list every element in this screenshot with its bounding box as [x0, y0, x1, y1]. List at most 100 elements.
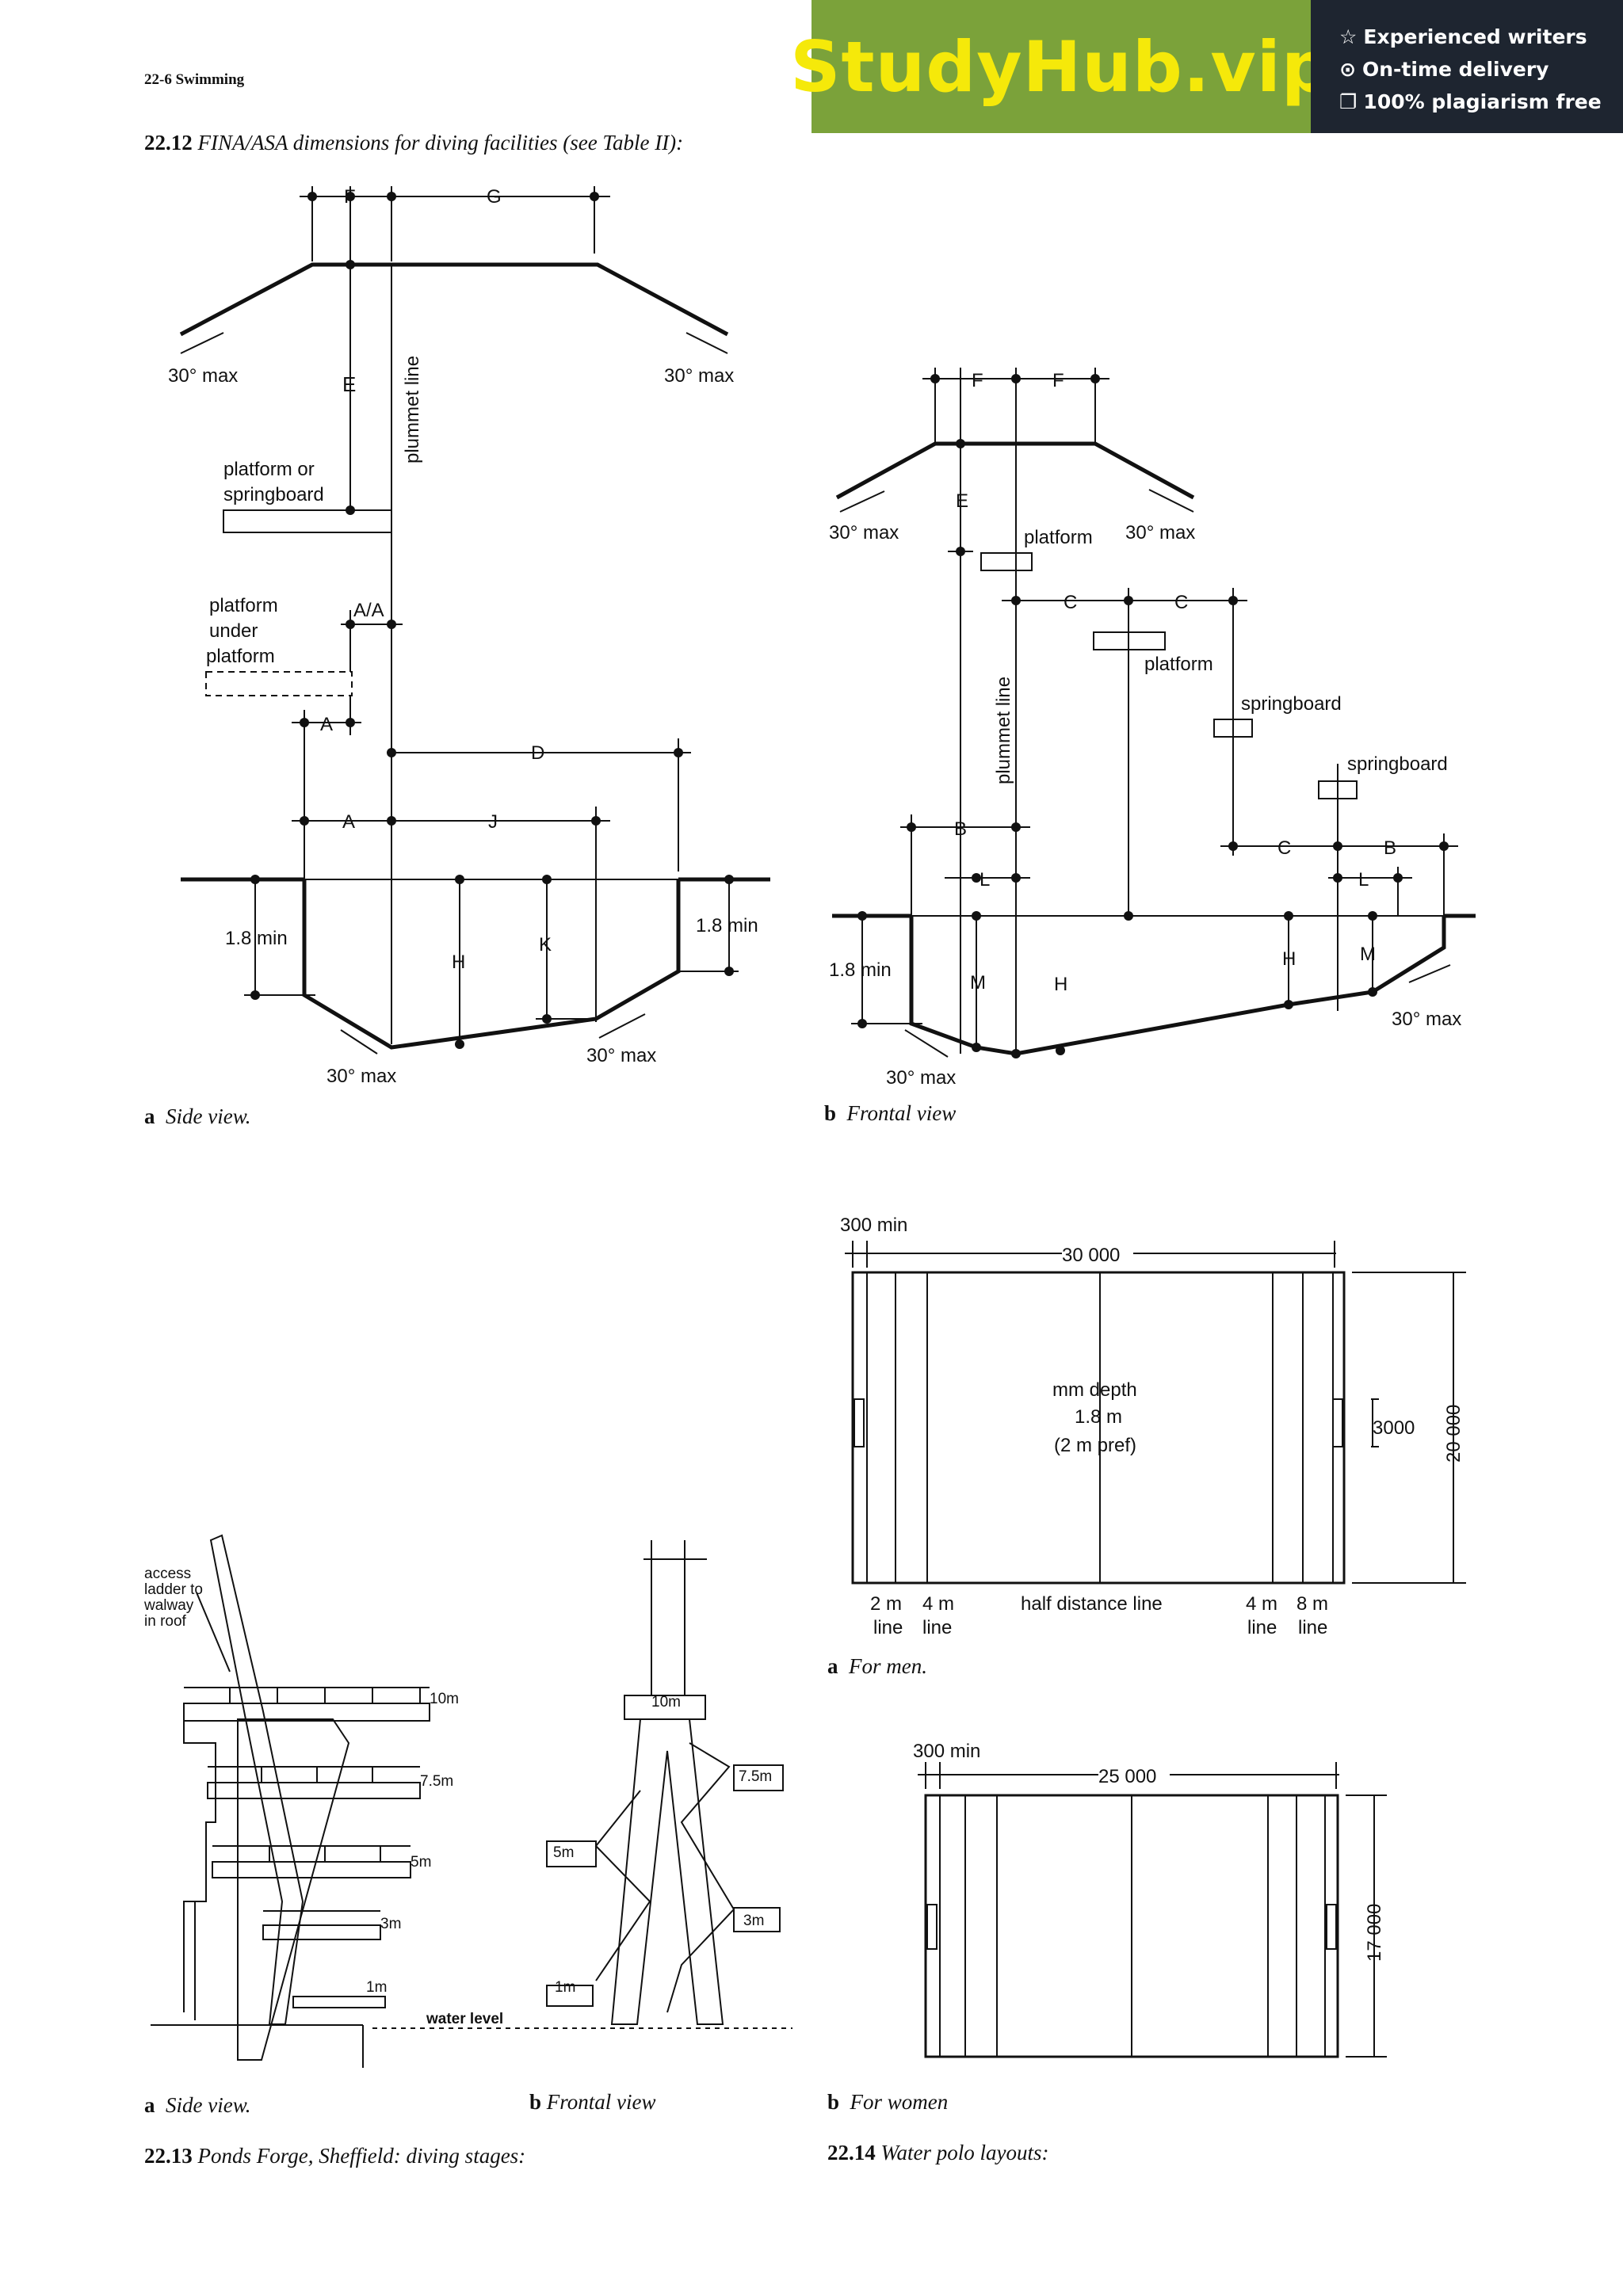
pool-width: 20 000 [1443, 1405, 1465, 1463]
caption-letter: a [144, 2093, 155, 2117]
springboard-label: springboard [223, 484, 324, 505]
brand-logo[interactable]: StudyHub.vip [790, 25, 1332, 108]
min-depth-left: 1.8 min [829, 959, 892, 981]
diving-stage-front-drawing: 10m 7.5m 5m 3m 1m [546, 1540, 784, 2025]
min-depth-left: 1.8 min [225, 928, 288, 949]
advert-banner[interactable]: StudyHub.vip ☆ Experienced writers ⊙ On-… [790, 0, 1623, 133]
figure-title-22-12: 22.12 FINA/ASA dimensions for diving fac… [144, 131, 683, 155]
level-3m: 3m [380, 1916, 401, 1932]
dim-H-2: H [1282, 948, 1296, 970]
angle-bottom: 30° max [327, 1066, 396, 1087]
line-label: half distance line [1021, 1593, 1163, 1615]
caption-text: For women [850, 2090, 949, 2114]
angle-left: 30° max [168, 365, 238, 387]
water-polo-men-plan: 300 min 30 000 3000 20 000 mm depth 1.8 … [840, 1215, 1466, 1638]
dim-C-1: C [1064, 592, 1077, 613]
caption-side-view: a Side view. [144, 1104, 250, 1129]
side-view-diagram: F G 30° max 30° max E plummet line platf… [168, 186, 770, 1087]
figure-number: 22.13 [144, 2144, 193, 2168]
access-note-3: walway [143, 1597, 194, 1614]
feature-text: 100% plagiarism free [1363, 90, 1602, 113]
platform-under-3: platform [206, 646, 275, 667]
dim-D: D [531, 742, 544, 764]
figure-number: 22.14 [827, 2141, 876, 2164]
dim-E: E [342, 372, 356, 396]
figure-title-22-14: 22.14 Water polo layouts: [827, 2141, 1049, 2165]
goal-width: 3000 [1373, 1417, 1415, 1439]
caption-letter: a [144, 1104, 155, 1128]
depth-line-3: (2 m pref) [1054, 1435, 1136, 1456]
figure-number: 22.12 [144, 131, 193, 154]
dim-L-2: L [1358, 869, 1369, 891]
platform-2-label: platform [1144, 654, 1213, 675]
figure-title-22-13: 22.13 Ponds Forge, Sheffield: diving sta… [144, 2144, 525, 2168]
clearance-min: 300 min [840, 1215, 907, 1236]
level-3m: 3m [743, 1913, 764, 1929]
frontal-view-diagram: F F 30° max 30° max E platform C C platf… [829, 368, 1476, 1089]
brand-panel[interactable]: StudyHub.vip [790, 0, 1331, 133]
water-polo-women-plan: 300 min 25 000 17 000 [913, 1741, 1387, 2058]
caption-stage-side: a Side view. [144, 2093, 250, 2118]
caption-text: Side view. [166, 2093, 251, 2117]
min-depth-right: 1.8 min [696, 915, 758, 936]
dim-J: J [488, 811, 498, 833]
angle-right: 30° max [1125, 522, 1195, 543]
level-10m: 10m [651, 1694, 681, 1711]
caption-text: Frontal view [846, 1101, 957, 1125]
line-label: 8 m [1296, 1593, 1328, 1615]
level-7-5m: 7.5m [420, 1773, 453, 1790]
springboard-1-label: springboard [1241, 693, 1342, 715]
caption-text: Side view. [166, 1104, 251, 1128]
depth-line-2: 1.8 m [1075, 1406, 1122, 1428]
line-label: 4 m [922, 1593, 954, 1615]
feature-text: On-time delivery [1361, 58, 1549, 81]
feature-item: ⊙ On-time delivery [1339, 53, 1623, 86]
dim-F-2: F [1052, 370, 1064, 391]
caption-text: For men. [849, 1654, 927, 1678]
line-label: line [922, 1617, 952, 1638]
feature-item: ☆ Experienced writers [1339, 21, 1623, 53]
depth-line-1: mm depth [1052, 1379, 1137, 1401]
page-header: 22-6 Swimming [144, 71, 245, 88]
water-level-label: water level [426, 2011, 503, 2027]
level-10m: 10m [430, 1691, 459, 1707]
figure-title-text: Ponds Forge, Sheffield: diving stages: [197, 2144, 526, 2168]
angle-right: 30° max [664, 365, 734, 387]
dim-G: G [487, 186, 502, 208]
plummet-line-label: plummet line [402, 356, 423, 463]
dim-A-A: A/A [353, 600, 384, 621]
caption-frontal-view: b Frontal view [824, 1101, 956, 1126]
access-note-4: in roof [144, 1613, 187, 1630]
angle-bottom: 30° max [886, 1067, 956, 1089]
access-note-1: access [144, 1566, 191, 1582]
plummet-line-label: plummet line [993, 677, 1014, 784]
dim-M-1: M [970, 972, 986, 994]
dim-A: A [342, 811, 355, 833]
dim-E: E [956, 490, 968, 512]
angle-floor: 30° max [586, 1045, 656, 1066]
figure-title-text: FINA/ASA dimensions for diving facilitie… [197, 131, 684, 154]
dim-C-2: C [1174, 592, 1188, 613]
caption-women: b For women [827, 2090, 948, 2115]
springboard-2-label: springboard [1347, 753, 1448, 775]
platform-or-label: platform or [223, 459, 315, 480]
star-icon: ☆ [1339, 25, 1358, 48]
caption-text: Frontal view [546, 2090, 656, 2114]
figure-title-text: Water polo layouts: [880, 2141, 1049, 2164]
feature-item: ❐ 100% plagiarism free [1339, 86, 1623, 118]
feature-text: Experienced writers [1363, 25, 1587, 48]
clearance-min: 300 min [913, 1741, 980, 1762]
platform-1-label: platform [1024, 527, 1093, 548]
dim-F: F [344, 186, 356, 208]
dim-K: K [539, 934, 552, 955]
dim-M-2: M [1360, 944, 1376, 965]
pool-length: 25 000 [1098, 1766, 1156, 1787]
level-7-5m: 7.5m [739, 1768, 772, 1785]
caption-stage-front: b Frontal view [529, 2090, 656, 2115]
line-label: 2 m [870, 1593, 902, 1615]
copy-icon: ❐ [1339, 90, 1358, 113]
feature-list: ☆ Experienced writers ⊙ On-time delivery… [1311, 0, 1623, 133]
platform-under-2: under [209, 620, 258, 642]
angle-left: 30° max [829, 522, 899, 543]
